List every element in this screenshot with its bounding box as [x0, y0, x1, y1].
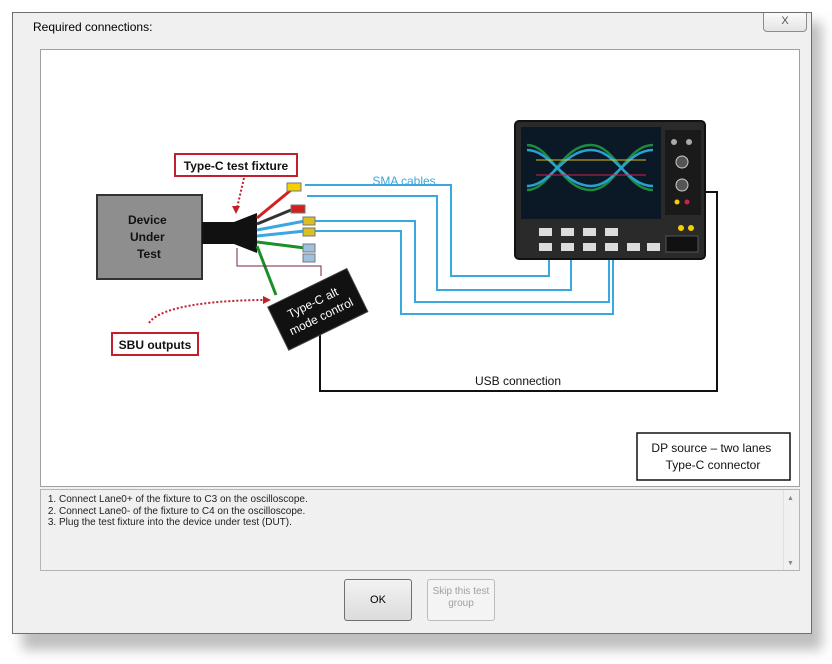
device-label: Device Under Test	[128, 213, 170, 261]
sma-connector	[302, 216, 316, 226]
type-c-fixture	[202, 182, 322, 296]
instruction-item: Connect Lane0- of the fixture to C4 on t…	[59, 506, 799, 518]
scroll-down-icon[interactable]: ▼	[787, 560, 794, 567]
usb-cable	[319, 191, 718, 392]
instruction-list: Connect Lane0+ of the fixture to C3 on t…	[41, 490, 799, 529]
dp-source-box	[636, 432, 791, 481]
instructions-textbox[interactable]: Connect Lane0+ of the fixture to C3 on t…	[40, 489, 800, 571]
scope-screen	[521, 127, 661, 219]
fixture-label: Type-C test fixture	[184, 159, 289, 173]
arrowhead-icon	[263, 296, 271, 304]
sma-connector	[286, 182, 302, 192]
sbu-label: SBU outputs	[119, 338, 192, 352]
sma-connector	[302, 243, 316, 253]
arrowhead-icon	[232, 206, 240, 214]
dp-source-label: DP source – two lanes Type-C connector	[651, 441, 774, 472]
alt-mode-control-box: Type-C alt mode control	[267, 267, 369, 351]
skip-test-group-button[interactable]: Skip this test group	[427, 579, 495, 621]
sma-connector	[302, 253, 316, 263]
usb-connection-label: USB connection	[475, 374, 561, 388]
close-icon: X	[781, 15, 789, 27]
instruction-item: Connect Lane0+ of the fixture to C3 on t…	[59, 494, 799, 506]
sma-connector	[302, 227, 316, 237]
required-connections-dialog: Required connections: X Device Under Tes…	[12, 12, 812, 634]
fixture-callout-arrow	[236, 177, 245, 209]
diagram-canvas: Device Under Test	[96, 120, 791, 481]
sma-cables	[305, 184, 614, 315]
connection-diagram: Device Under Test	[40, 49, 800, 487]
instruction-item: Plug the test fixture into the device un…	[59, 517, 799, 529]
scroll-up-icon[interactable]: ▲	[787, 495, 794, 502]
skip-label-line: Skip this test	[432, 586, 490, 597]
instructions-scrollbar[interactable]: ▲ ▼	[783, 490, 799, 570]
dialog-title: Required connections:	[33, 20, 153, 34]
oscilloscope	[514, 120, 706, 260]
sbu-callout-arrow	[148, 299, 267, 324]
ok-button[interactable]: OK	[344, 579, 412, 621]
close-button[interactable]: X	[763, 13, 807, 32]
sma-connector	[290, 204, 306, 214]
sbu-callout-box	[111, 332, 199, 356]
fixture-callout-box	[174, 153, 298, 177]
sma-cables-label: SMA cables	[372, 174, 435, 188]
skip-label-line: group	[448, 598, 474, 609]
